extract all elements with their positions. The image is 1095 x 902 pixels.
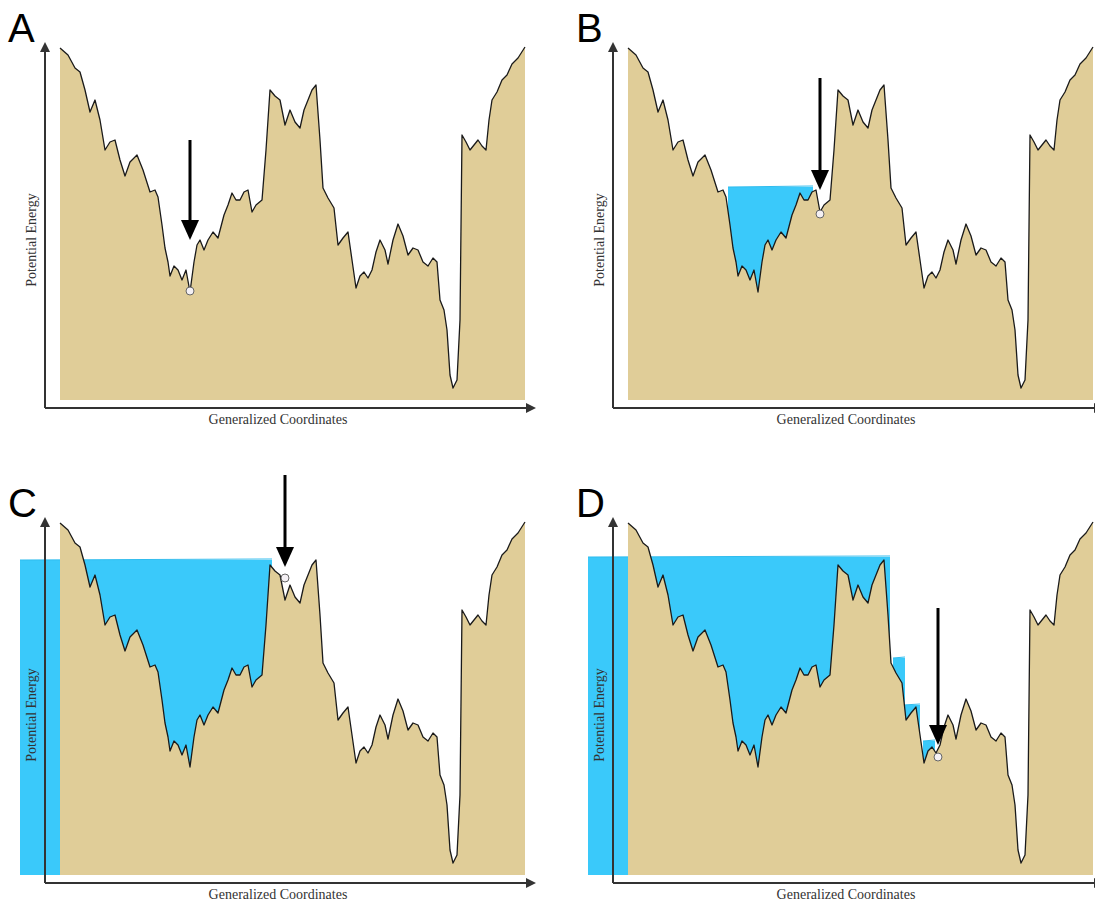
axis-arrowhead — [608, 42, 618, 52]
terrain-outline — [60, 47, 525, 388]
pointer-arrow — [937, 608, 940, 729]
axis-arrowhead — [526, 878, 536, 888]
axis-arrowhead — [40, 42, 50, 52]
arrowhead — [276, 547, 294, 567]
x-axis — [45, 407, 528, 409]
x-axis — [45, 882, 528, 884]
water-surface — [903, 704, 920, 705]
y-axis — [44, 525, 46, 883]
arrowhead — [181, 220, 199, 240]
axis-arrowhead — [40, 517, 50, 527]
pointer-arrow — [189, 140, 192, 224]
water-surface — [923, 740, 935, 741]
x-axis — [613, 882, 1095, 884]
axis-label: Potential Energy — [592, 193, 608, 286]
axis-label: Generalized Coordinates — [777, 887, 916, 902]
panel-letter: C — [8, 483, 37, 523]
pointer-arrow — [284, 475, 287, 551]
terrain-fill — [60, 47, 525, 400]
water-surface — [20, 559, 272, 560]
energy-landscape — [568, 475, 1095, 902]
axis-label: Generalized Coordinates — [777, 412, 916, 428]
axis-label: Potential Energy — [24, 668, 40, 761]
water-surface — [893, 657, 905, 658]
axis-label: Generalized Coordinates — [209, 887, 348, 902]
panel-letter: A — [8, 8, 35, 48]
x-axis — [613, 407, 1095, 409]
ball — [816, 210, 824, 218]
axis-label: Potential Energy — [592, 668, 608, 761]
ball — [934, 753, 942, 761]
terrain-fill — [60, 522, 525, 875]
terrain-fill — [628, 522, 1093, 875]
ball — [281, 574, 289, 582]
water-surface — [728, 186, 813, 187]
ball — [186, 287, 194, 295]
y-axis — [612, 525, 614, 883]
axis-arrowhead — [526, 403, 536, 413]
terrain-outline — [60, 522, 525, 863]
axis-arrowhead — [1094, 878, 1095, 888]
axis-arrowhead — [1094, 403, 1095, 413]
arrowhead — [929, 725, 947, 745]
axis-label: Potential Energy — [24, 193, 40, 286]
y-axis — [44, 50, 46, 408]
arrowhead — [811, 170, 829, 190]
panel-letter: B — [576, 8, 603, 48]
energy-landscape — [568, 0, 1095, 450]
panel-letter: D — [576, 483, 605, 523]
energy-landscape — [0, 0, 547, 450]
energy-landscape — [0, 475, 547, 902]
y-axis — [612, 50, 614, 408]
pointer-arrow — [819, 78, 822, 174]
axis-arrowhead — [608, 517, 618, 527]
axis-label: Generalized Coordinates — [209, 412, 348, 428]
terrain-outline — [628, 522, 1093, 863]
terrain-outline — [628, 47, 1093, 388]
terrain-fill — [628, 47, 1093, 400]
